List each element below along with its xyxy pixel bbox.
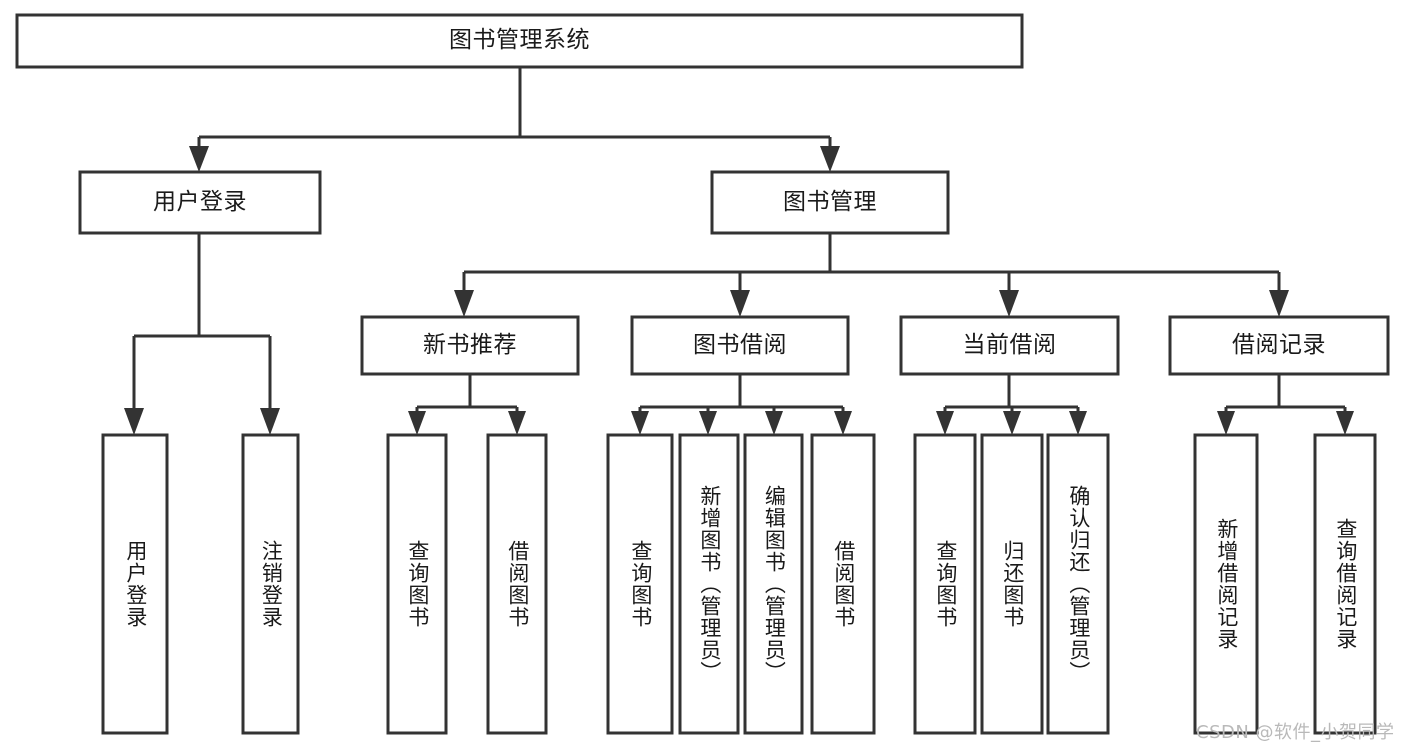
node-box-leaf-confirm-return[interactable] [1046,433,1110,735]
node-box-leaf-add-book[interactable] [678,433,740,735]
watermark-text: CSDN @软件_小贺同学 [1196,722,1395,743]
arrow-head-icon [1003,411,1021,435]
node-box-borrow-record[interactable] [1168,315,1390,376]
arrow-head-icon [820,146,840,172]
connector-userlogin-to-leaves [124,233,280,435]
arrow-head-icon [454,290,474,317]
arrow-head-icon [1217,411,1235,435]
arrow-head-icon [260,408,280,435]
node-box-book-manage[interactable] [710,170,950,235]
node-box-root[interactable] [15,13,1024,69]
node-box-leaf-query-book-3[interactable] [913,433,977,735]
node-box-leaf-add-record[interactable] [1193,433,1259,735]
node-box-leaf-edit-book[interactable] [743,433,804,735]
arrow-head-icon [1069,411,1087,435]
node-box-book-borrow[interactable] [630,315,850,376]
node-box-leaf-user-logout[interactable] [241,433,300,735]
node-box-leaf-user-login[interactable] [101,433,169,735]
connector-newbook-to-leaves [408,374,526,435]
arrow-head-icon [508,411,526,435]
arrow-head-icon [999,290,1019,317]
node-box-leaf-borrow-book-1[interactable] [486,433,548,735]
arrow-head-icon [1336,411,1354,435]
connector-bookborrow-to-leaves [631,374,852,435]
arrow-head-icon [834,411,852,435]
node-box-user-login[interactable] [78,170,322,235]
node-box-leaf-return-book[interactable] [980,433,1044,735]
arrow-head-icon [699,411,717,435]
connector-bookmanage-to-level3 [454,233,1289,317]
node-box-leaf-query-record[interactable] [1313,433,1377,735]
node-box-new-book-recommend[interactable] [360,315,580,376]
arrow-head-icon [408,411,426,435]
node-box-current-borrow[interactable] [899,315,1120,376]
arrow-head-icon [765,411,783,435]
node-box-leaf-query-book-1[interactable] [386,433,448,735]
node-box-leaf-query-book-2[interactable] [606,433,674,735]
arrow-head-icon [631,411,649,435]
node-box-leaf-borrow-book-2[interactable] [810,433,876,735]
connector-root-to-level2 [189,67,840,172]
arrow-head-icon [1269,290,1289,317]
arrow-head-icon [189,146,209,172]
arrow-head-icon [730,290,750,317]
connector-borrowrecord-to-leaves [1217,374,1354,435]
arrow-head-icon [936,411,954,435]
connector-currentborrow-to-leaves [936,374,1087,435]
arrow-head-icon [124,408,144,435]
